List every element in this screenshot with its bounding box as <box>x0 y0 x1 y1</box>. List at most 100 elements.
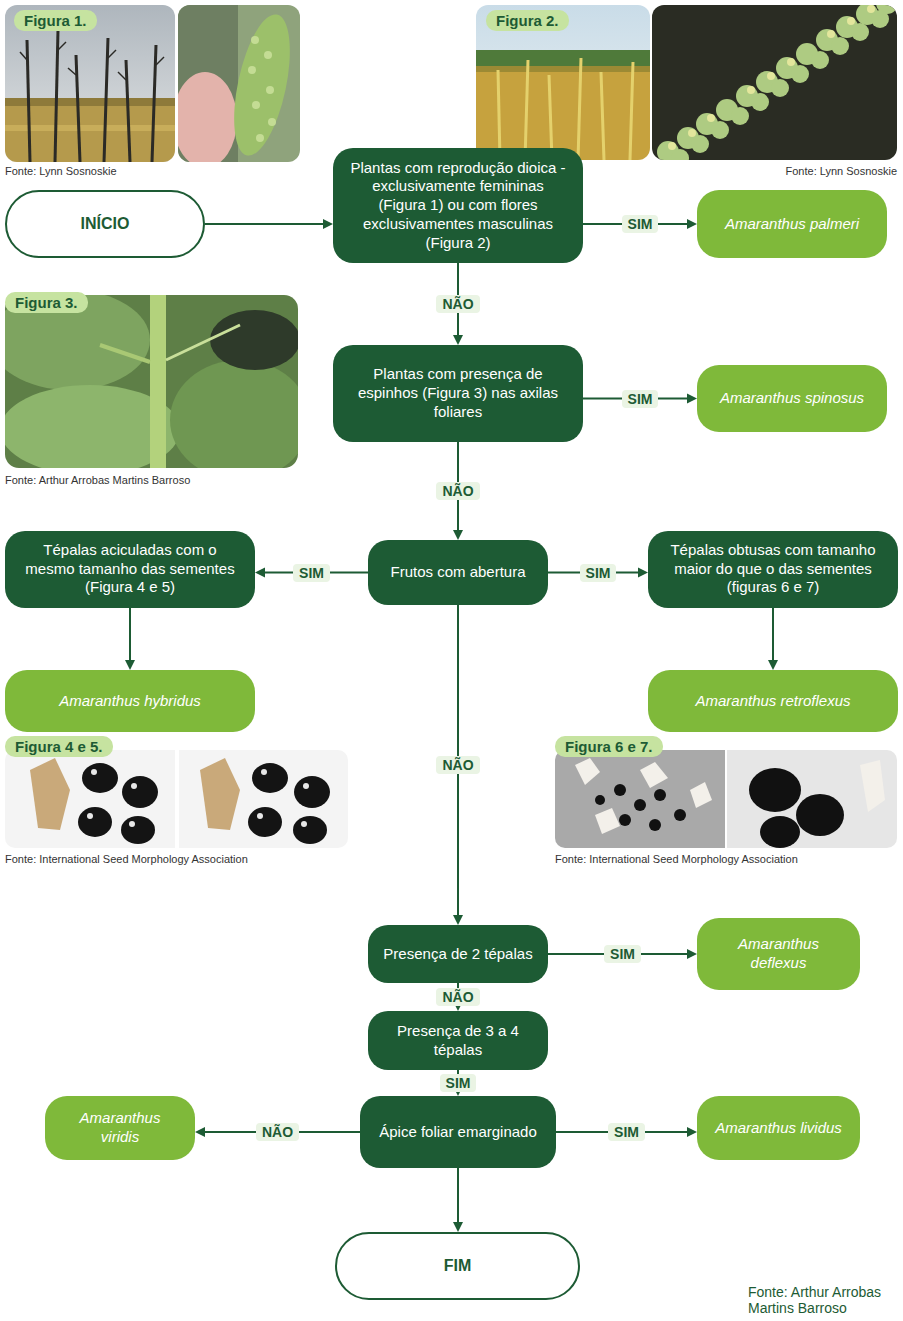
arrowhead <box>687 1127 697 1137</box>
seed-photo <box>200 758 240 830</box>
figure-label: Figura 6 e 7. <box>555 736 663 757</box>
figure-label: Figura 3. <box>5 292 88 313</box>
male-plant-photo <box>827 30 835 38</box>
seed-photo <box>727 750 897 848</box>
seed-photo <box>595 768 844 848</box>
node-text: Plantas com presença de espinhos (Figura… <box>347 365 569 421</box>
spine-photo <box>150 295 166 468</box>
connector-line <box>772 608 774 662</box>
edge-label: NÃO <box>436 988 479 1006</box>
arrowhead <box>453 530 463 540</box>
male-plant-photo <box>691 135 709 153</box>
field-photo <box>20 42 164 80</box>
field-photo <box>630 62 633 160</box>
decision-box: Presença de 2 tépalas <box>368 925 548 983</box>
male-plant-photo <box>707 114 715 122</box>
result-box: Amaranthus viridis <box>45 1096 195 1160</box>
male-plant-photo <box>867 5 875 13</box>
female-plant-photo <box>178 5 300 162</box>
node-text: Presença de 2 tépalas <box>383 945 532 964</box>
result-box: Amaranthus lividus <box>697 1096 860 1160</box>
edge-label: SIM <box>604 945 641 963</box>
arrowhead <box>687 394 697 404</box>
male-plant-photo <box>771 79 789 97</box>
seed-photo <box>749 768 801 812</box>
female-plant-photo <box>248 36 276 142</box>
seed-photo <box>301 821 307 827</box>
female-plant-photo <box>224 10 300 161</box>
node-text: Presença de 3 a 4 tépalas <box>382 1022 534 1060</box>
field-photo <box>58 42 66 50</box>
female-plant-photo <box>266 86 274 94</box>
node-text: Amaranthus hybridus <box>59 692 201 711</box>
seed-photo <box>619 814 631 826</box>
seed-photo <box>261 769 267 775</box>
node-text: Tépalas obtusas com tamanho maior do que… <box>662 541 884 597</box>
seed-photo <box>78 763 330 844</box>
female-plant-photo <box>268 118 276 126</box>
field-photo <box>76 55 80 162</box>
field-photo <box>126 60 130 162</box>
result-box: Amaranthus deflexus <box>697 918 860 990</box>
field-photo <box>27 40 30 162</box>
node-text: Amaranthus retroflexus <box>695 692 850 711</box>
seed-photo <box>634 799 646 811</box>
edge-label: SIM <box>293 564 330 582</box>
field-photo <box>476 5 650 160</box>
arrowhead <box>125 660 135 670</box>
spine-photo <box>5 295 150 390</box>
figure-label: Figura 1. <box>14 10 97 31</box>
result-box: Amaranthus palmeri <box>697 190 887 258</box>
seed-photo <box>78 807 112 837</box>
node-text: Frutos com abertura <box>390 563 525 582</box>
field-photo <box>498 58 633 160</box>
arrowhead <box>687 219 697 229</box>
connector-line <box>205 223 324 225</box>
spine-photo <box>170 360 298 468</box>
field-photo <box>578 58 581 160</box>
male-plant-photo <box>787 58 795 66</box>
spine-photo <box>166 325 240 360</box>
field-photo <box>55 30 58 162</box>
connector <box>768 608 778 671</box>
field-photo <box>118 72 126 80</box>
seed-photo <box>5 750 348 848</box>
edge-label: SIM <box>622 215 659 233</box>
arrowhead <box>453 1222 463 1232</box>
male-plant-photo <box>847 17 855 25</box>
field-photo <box>104 38 108 162</box>
seed-photo <box>595 795 605 805</box>
arrowhead <box>638 568 648 578</box>
arrowhead <box>195 1127 205 1137</box>
male-plant-photo <box>652 5 897 160</box>
seed-photo <box>5 750 348 848</box>
seed-photo <box>175 750 179 848</box>
female-plant-photo <box>248 66 256 74</box>
node-text: Tépalas aciculadas com o mesmo tamanho d… <box>19 541 241 597</box>
seed-photo <box>674 809 686 821</box>
arrowhead <box>453 915 463 925</box>
seed-photo <box>294 776 330 808</box>
male-plant-photo <box>851 23 869 41</box>
edge-label: NÃO <box>436 756 479 774</box>
connector <box>453 1168 463 1232</box>
connector-line <box>457 1168 459 1223</box>
decision-box: Presença de 3 a 4 tépalas <box>368 1011 548 1070</box>
male-plant-photo <box>747 86 755 94</box>
seed-photo <box>257 813 263 819</box>
figure-label: Figura 2. <box>486 10 569 31</box>
seed-photo <box>640 762 668 788</box>
spine-photo <box>210 310 298 370</box>
male-plant-photo <box>751 93 769 111</box>
field-photo <box>476 5 650 160</box>
field-photo <box>498 70 500 160</box>
result-box: Amaranthus spinosus <box>697 365 887 432</box>
edge-label: SIM <box>580 564 617 582</box>
node-text: Amaranthus deflexus <box>711 935 846 973</box>
seed-photo <box>91 769 97 775</box>
seed-photo <box>303 783 309 789</box>
arrowhead <box>768 660 778 670</box>
female-plant-photo <box>256 134 264 142</box>
source-note: Fonte: Lynn Sosnoskie <box>5 165 117 177</box>
source-note: Fonte: Arthur Arrobas Martins Barroso <box>748 1284 900 1316</box>
